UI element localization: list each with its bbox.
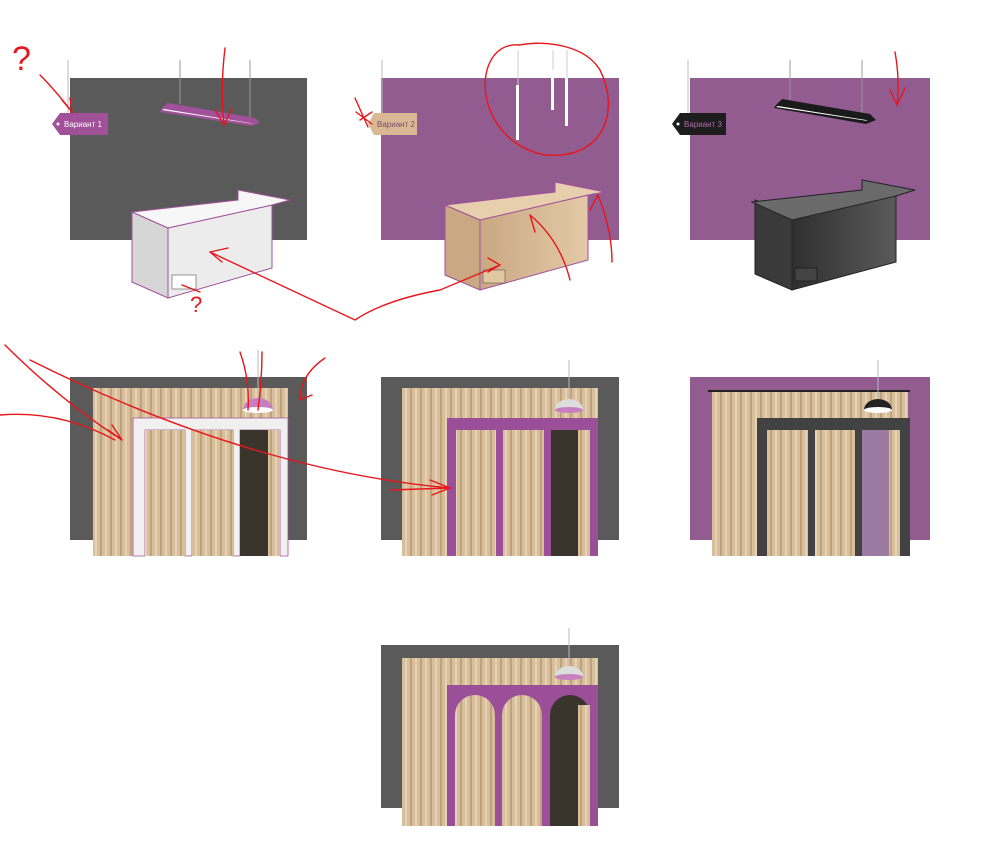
variant-1-label: Вариант 1 <box>64 120 102 129</box>
variant-2-label: Вариант 2 <box>377 120 415 129</box>
curtain <box>93 388 138 556</box>
fitting-rooms-white-frame <box>70 350 307 557</box>
variant-3-reception: Вариант 3 <box>672 60 930 291</box>
variant-2-reception: Вариант 2 <box>368 50 619 291</box>
variant-2-tag: Вариант 2 <box>368 113 417 135</box>
curtain <box>712 392 757 556</box>
reception-counter-dark <box>750 179 916 291</box>
fitting-rooms-arched-frame <box>381 628 619 826</box>
fitting-rooms-purple-frame <box>381 360 619 556</box>
package-icons <box>794 267 818 282</box>
circle-around-tube-lamps <box>484 42 609 156</box>
variant-3-label: Вариант 3 <box>684 120 722 129</box>
dome-lamp <box>864 399 892 410</box>
package-icons <box>482 269 506 284</box>
curtain <box>402 388 447 556</box>
package-icons <box>171 274 197 290</box>
variant-3-tag: Вариант 3 <box>672 113 726 135</box>
question-mark: ? <box>190 292 202 317</box>
reception-counter-beige <box>443 181 606 291</box>
linear-lamp <box>160 60 260 126</box>
question-mark: ? <box>12 40 31 78</box>
arrow-counter-to-counter <box>209 251 502 321</box>
linear-lamp-black <box>774 60 876 124</box>
arrow-to-tag <box>39 74 74 115</box>
dome-lamp <box>243 398 273 410</box>
reception-counter-white <box>130 189 291 299</box>
variant-1-tag: Вариант 1 <box>52 113 108 135</box>
pendant-tube-lamps <box>516 50 568 140</box>
dome-lamp <box>555 399 583 410</box>
curtain <box>402 658 447 826</box>
dome-lamp <box>555 666 583 677</box>
arrow-to-lamp <box>214 47 233 127</box>
red-annotations: ? ? <box>0 40 906 496</box>
fitting-rooms-dark-frame <box>690 360 930 556</box>
variant-1-reception: Вариант 1 <box>52 60 307 299</box>
